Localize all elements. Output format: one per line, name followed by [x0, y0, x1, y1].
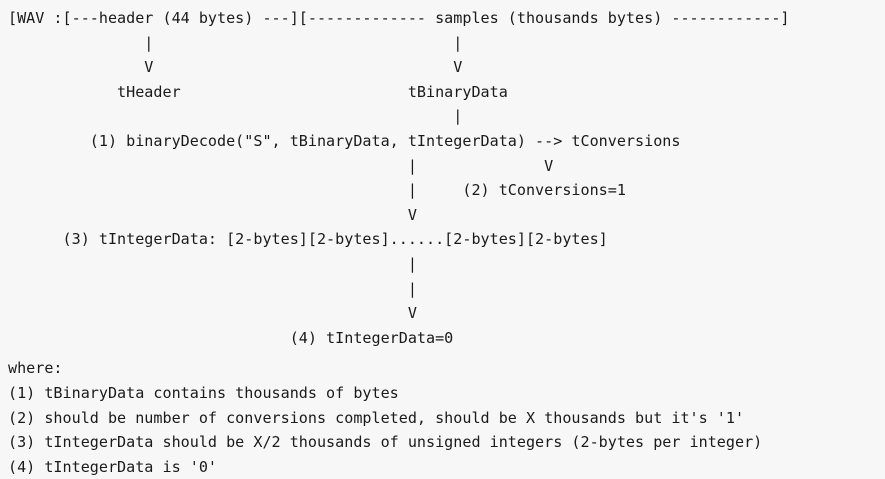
diagram-line-node-labels: tHeader tBinaryData [8, 82, 508, 101]
note-item-4: (4) tIntegerData is '0' [8, 457, 218, 476]
note-item-1: (1) tBinaryData contains thousands of by… [8, 383, 399, 402]
note-item-3: (3) tIntegerData should be X/2 thousands… [8, 433, 763, 452]
diagram-line-pipe-lower-1: | [8, 254, 417, 273]
diagram-line-arrows-top: V V [8, 58, 463, 77]
diagram-line-arrow-lower: V [8, 304, 417, 323]
diagram-line-pipe-lower-2: | [8, 279, 417, 298]
note-item-2: (2) should be number of conversions comp… [8, 408, 745, 427]
notes-section: where: (1) tBinaryData contains thousands… [0, 350, 885, 479]
diagram-line-conversions-result: | (2) tConversions=1 [8, 181, 626, 200]
diagram-line-pipes-top: | | [8, 33, 463, 52]
diagram-line-decode-call: (1) binaryDecode("S", tBinaryData, tInte… [8, 131, 681, 150]
diagram-line-pipe-binarydata: | [8, 107, 463, 126]
diagram-line-arrow-to-integerdata: V [8, 205, 417, 224]
diagram-line-integerdata-layout: (3) tIntegerData: [2-bytes][2-bytes]....… [8, 230, 608, 249]
ascii-diagram-root: [WAV :[---header (44 bytes) ---][-------… [8, 9, 790, 476]
notes-heading: where: [8, 359, 63, 378]
wav-structure-diagram: [WAV :[---header (44 bytes) ---][-------… [8, 9, 790, 347]
diagram-line-integerdata-result: (4) tIntegerData=0 [8, 328, 454, 347]
diagram-line-wav-container: [WAV :[---header (44 bytes) ---][-------… [8, 9, 790, 27]
diagram-line-pipe-and-arrow-conversions: | V [8, 156, 554, 175]
